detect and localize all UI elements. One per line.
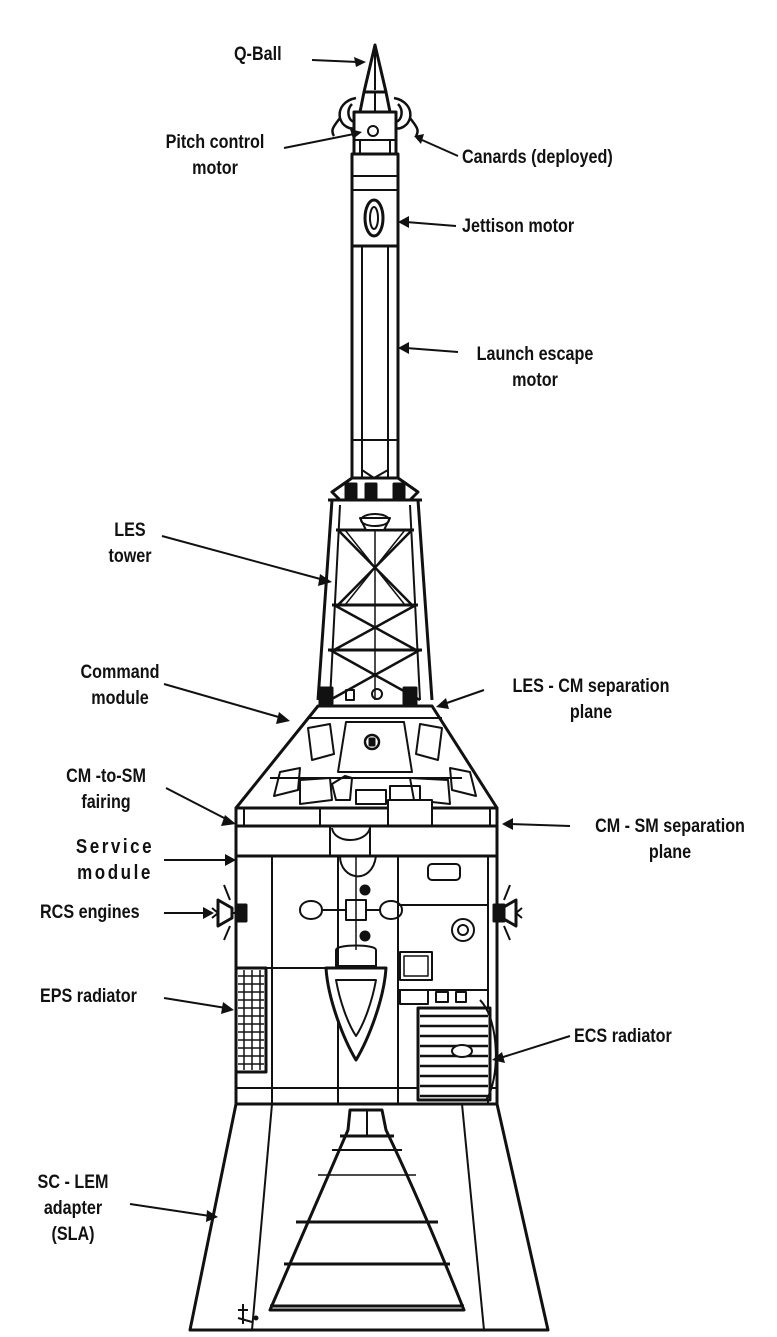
tower-feet [318, 686, 418, 706]
label-jettison-motor: Jettison motor [462, 216, 575, 237]
label-service-module: Service module [75, 836, 155, 884]
command-module-body [234, 704, 499, 810]
escape-motor-nozzles [328, 476, 422, 502]
label-launch-escape-motor: Launch escape motor [476, 344, 594, 391]
leader-lines [129, 57, 571, 1222]
label-cm-sm-separation-plane: CM - SM separation plane [595, 816, 745, 863]
jettison-motor-body [350, 152, 400, 248]
ecs-radiator [416, 999, 497, 1102]
sla-mark [237, 1304, 259, 1324]
label-eps-radiator: EPS radiator [40, 986, 137, 1007]
label-rcs-engines: RCS engines [40, 902, 140, 923]
les-tower-truss [316, 499, 434, 702]
label-ecs-radiator: ECS radiator [574, 1026, 672, 1047]
label-les-tower: LES tower [108, 520, 152, 567]
label-q-ball: Q-Ball [234, 44, 282, 65]
sps-engine-bell [268, 1108, 466, 1312]
label-canards: Canards (deployed) [462, 147, 613, 168]
eps-radiator [234, 966, 268, 1074]
label-cm-to-sm-fairing: CM -to-SM fairing [66, 766, 146, 813]
label-pitch-control-motor: Pitch control motor [165, 132, 265, 179]
label-sla: SC - LEM adapter (SLA) [37, 1172, 109, 1245]
q-ball-nose-cone [358, 43, 392, 128]
rcs-engine-quad-left [211, 884, 248, 941]
launch-escape-motor-body [350, 244, 400, 480]
rcs-engine-quad-right [492, 884, 523, 941]
label-les-cm-separation-plane: LES - CM separation plane [512, 676, 670, 723]
sm-central-ports [299, 855, 403, 1062]
pitch-control-motor [352, 110, 398, 156]
label-command-module: Command module [80, 662, 160, 709]
